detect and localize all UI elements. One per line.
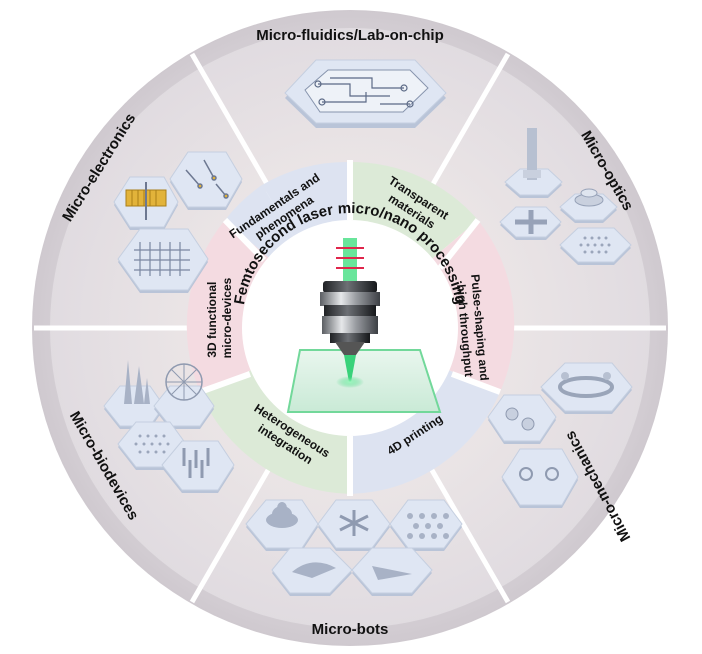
inner-dividers — [198, 160, 502, 496]
objective-cap — [323, 281, 377, 293]
objective-body-1 — [320, 292, 380, 306]
laser-spot — [336, 376, 364, 388]
micro-electronics-illustration — [113, 151, 243, 293]
objective-body-3 — [322, 316, 378, 334]
outer-label-microbots: Micro-bots — [312, 621, 389, 638]
laser-beam-focus — [344, 355, 356, 382]
glass-substrate — [286, 349, 442, 413]
outer-label-microfluidics: Micro-fluidics/Lab-on-chip — [256, 27, 444, 44]
micro-optics-illustration — [499, 128, 632, 265]
laser-beam-top — [343, 238, 357, 284]
micro-biodevices-illustration — [103, 360, 235, 493]
objective-body-2 — [324, 305, 376, 317]
pulse-markers — [336, 247, 364, 269]
inner-label-3d: 3D functional micro-devices — [205, 277, 234, 358]
laser-illustration — [286, 238, 442, 413]
objective-tip — [335, 342, 365, 355]
micro-bots-illustration — [245, 499, 463, 596]
microfluidic-chip-illustration — [284, 59, 447, 128]
objective-body-4 — [330, 333, 370, 343]
micro-mechanics-illustration — [487, 362, 633, 508]
